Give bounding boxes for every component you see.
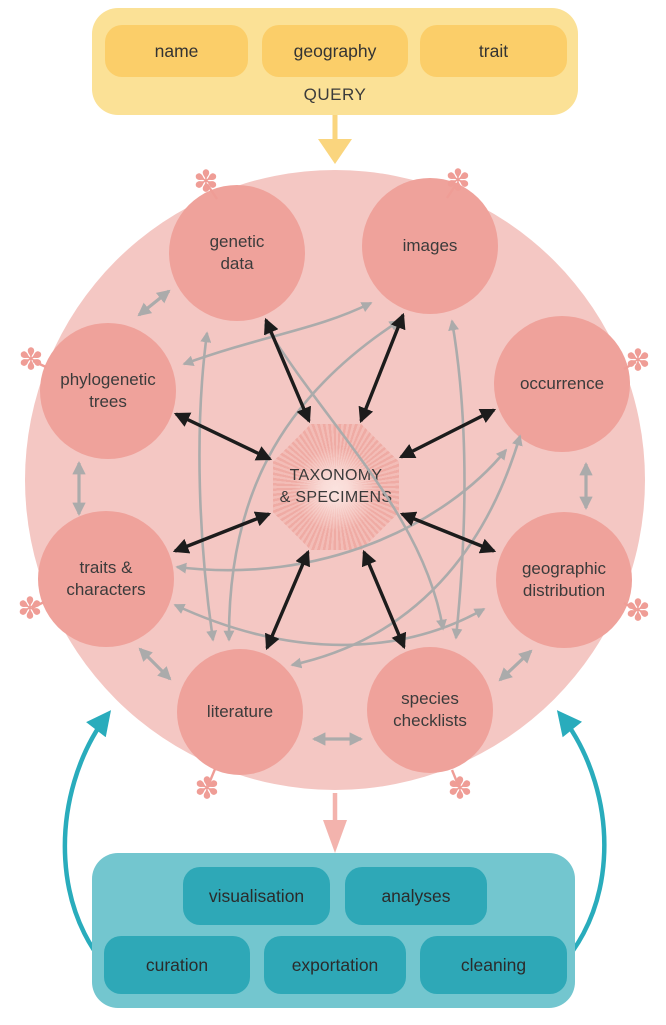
center-label-line2: & SPECIMENS — [279, 489, 393, 506]
asterisk-icon-literature: ✽ — [194, 772, 219, 807]
process-exportation-label: exportation — [291, 954, 379, 975]
process-cleaning-label: cleaning — [460, 954, 527, 975]
node-genetic-data: genetic data — [169, 185, 305, 321]
process-cleaning: cleaning — [420, 936, 567, 994]
query-panel: name geography trait QUERY — [92, 8, 578, 115]
node-geographic-distribution: geographic distribution — [496, 512, 632, 648]
process-panel: visualisation analyses curation exportat… — [92, 853, 575, 1008]
process-visualisation-label: visualisation — [208, 885, 305, 906]
node-traits-characters: traits & characters — [38, 511, 174, 647]
stem-literature — [206, 768, 217, 787]
node-phylogenetic-trees: phylogenetic trees — [40, 323, 176, 459]
process-curation-label: curation — [145, 954, 209, 975]
asterisk-icon-phylogenetic-trees: ✽ — [18, 343, 43, 378]
query-filter-geography: geography — [262, 25, 408, 77]
node-genetic-data-label: genetic data — [209, 232, 265, 273]
arrow-hub-to-process — [323, 793, 347, 853]
node-species-checklists: species checklists — [367, 647, 493, 773]
node-images-label: images — [402, 236, 458, 256]
process-analyses: analyses — [345, 867, 487, 925]
center-octagon-label: TAXONOMY & SPECIMENS — [280, 465, 393, 508]
process-curation: curation — [104, 936, 250, 994]
query-filter-geography-label: geography — [293, 40, 377, 61]
query-filter-name: name — [105, 25, 248, 77]
node-species-checklists-label: species checklists — [393, 689, 467, 730]
node-occurrence-label: occurrence — [519, 374, 605, 394]
process-exportation: exportation — [264, 936, 406, 994]
process-visualisation: visualisation — [183, 867, 330, 925]
asterisk-icon-traits: ✽ — [17, 592, 42, 627]
query-filter-name-label: name — [154, 40, 199, 61]
node-literature-label: literature — [206, 702, 274, 722]
node-geographic-distribution-label: geographic distribution — [521, 559, 607, 600]
node-literature: literature — [177, 649, 303, 775]
process-analyses-label: analyses — [381, 885, 451, 906]
center-label-line1: TAXONOMY — [289, 467, 383, 485]
stem-species-checklists — [450, 769, 461, 788]
node-traits-characters-label: traits & characters — [66, 558, 146, 599]
query-panel-caption: QUERY — [303, 85, 367, 104]
node-occurrence: occurrence — [494, 316, 630, 452]
node-images: images — [362, 178, 498, 314]
query-filter-trait-label: trait — [478, 40, 509, 61]
arrow-query-to-hub — [318, 112, 352, 164]
node-phylogenetic-trees-label: phylogenetic trees — [60, 370, 156, 411]
query-filter-trait: trait — [420, 25, 567, 77]
asterisk-icon-species-checklists: ✽ — [447, 772, 472, 807]
